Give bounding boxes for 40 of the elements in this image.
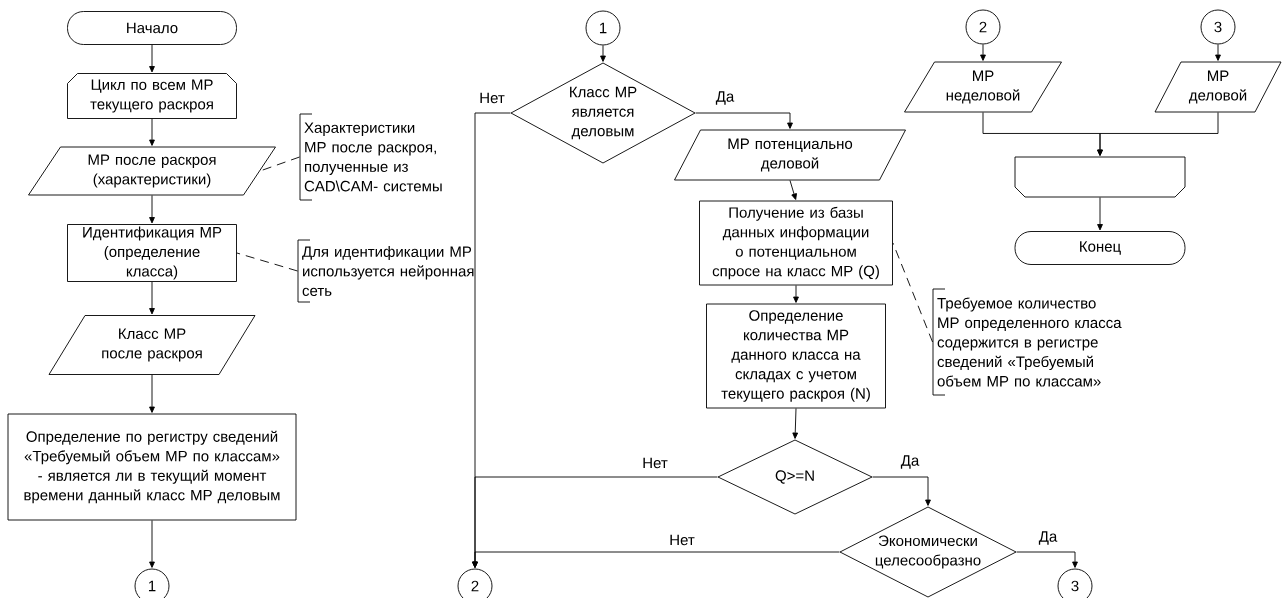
leader-line [236,252,298,272]
edge-label: Да [899,454,921,470]
arrow [149,195,155,224]
leader-line [892,242,933,343]
process-box: Определение по регистру сведений «Требуемый объем МР по классам» - является ли в текущий момент времени данный класс МР деловым [7,413,297,521]
annotation-comment: Для идентификации МР используется нейронная сеть [297,239,474,303]
arrow [149,44,155,73]
process-box: Определение количества МР данного класса на складах с учетом текущего раскроя (N) [706,303,886,409]
data-parallelogram: МР после раскроя (характеристики) [28,146,276,196]
edge-label: Да [1037,530,1059,546]
arrow [872,476,931,506]
arrow [792,408,799,439]
annotation-comment: Требуемое количество МР определенного класса содержится в регистре сведений «Требуемый объем МР по классам» [932,288,1122,396]
data-parallelogram: МР деловой [1154,61,1282,113]
arrow [149,374,155,413]
process-box: Идентификация МР (определение класса) [67,224,237,282]
arrow [1097,197,1103,231]
arrow [149,520,155,568]
arrow [980,44,986,61]
arrow [1097,112,1219,156]
arrow [149,118,155,146]
data-parallelogram: МР потенциально деловой [674,129,906,181]
arrow [472,551,840,568]
arrow [789,180,797,200]
process-box: Получение из базы данных информации о потенциальном спросе на класс МР (Q) [699,200,893,286]
arrow [600,45,606,62]
data-parallelogram: Класс МР после раскроя [48,315,256,375]
arrow [149,281,155,315]
data-parallelogram: МР неделовой [904,61,1062,113]
edge-label: Нет [668,533,696,547]
annotation-comment: Характеристики МР после раскроя, полученные из CAD\CAM- системы [299,113,442,201]
arrow [1215,44,1221,61]
edge-label: Нет [641,456,669,470]
edge-label: Да [714,90,736,106]
edge-label: Нет [478,91,506,105]
arrow [793,285,799,303]
loop-end-box [1014,156,1186,198]
loop-start-box: Цикл по всем МР текущего раскроя [67,73,237,119]
arrow [695,112,793,129]
arrow [1016,551,1078,568]
